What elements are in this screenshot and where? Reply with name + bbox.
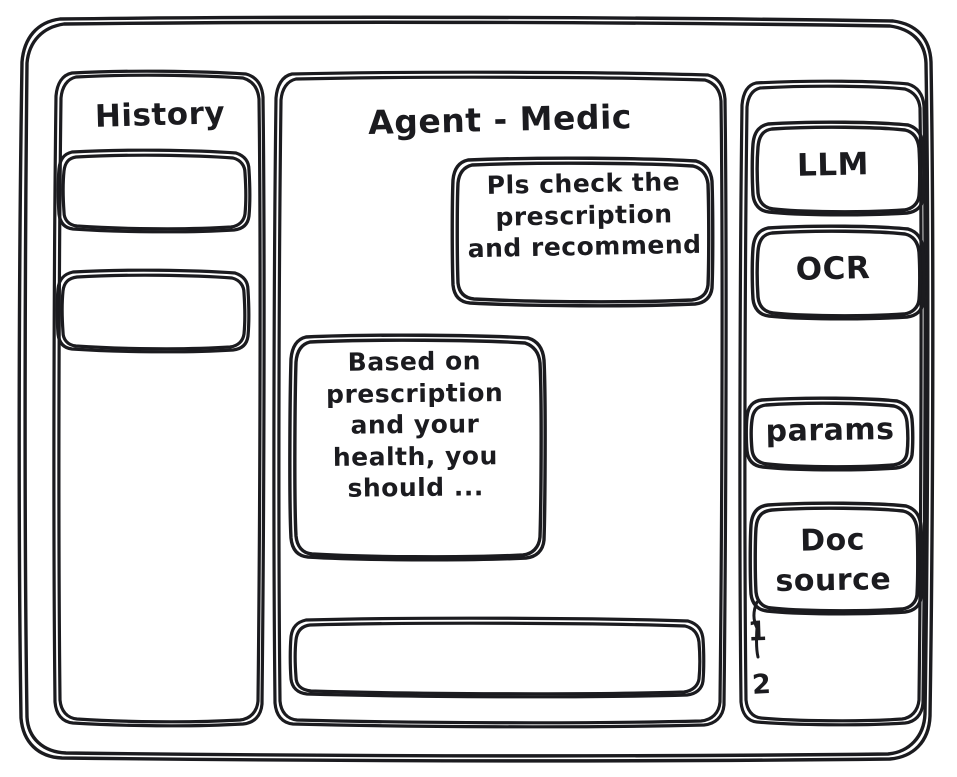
user-message-bubble[interactable] <box>452 157 714 307</box>
history-item[interactable] <box>58 150 251 232</box>
history-item[interactable] <box>57 270 250 352</box>
params-button[interactable] <box>746 398 913 470</box>
tool-llm-button[interactable] <box>752 122 924 215</box>
assistant-message-bubble[interactable] <box>289 335 546 561</box>
message-input[interactable] <box>290 618 705 697</box>
doc-source-button[interactable] <box>750 503 922 614</box>
tool-ocr-button[interactable] <box>752 226 924 319</box>
